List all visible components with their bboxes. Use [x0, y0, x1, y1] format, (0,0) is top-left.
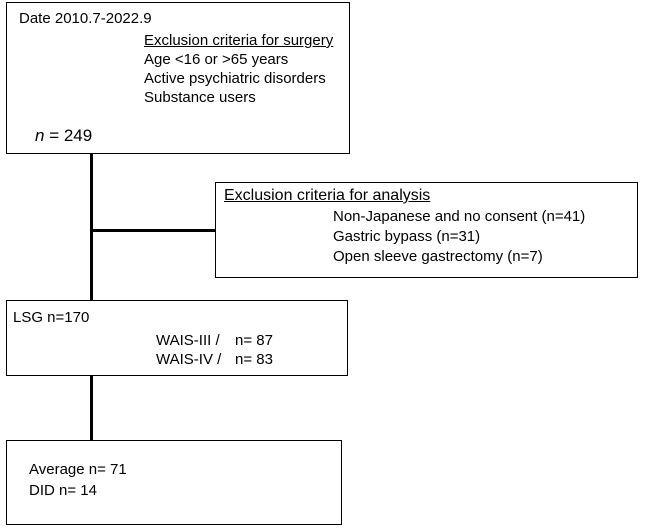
- analysis-exclusion-box: Exclusion criteria for analysis Non-Japa…: [215, 182, 638, 278]
- wais-label: WAIS-III /: [156, 332, 220, 349]
- source-population-box: Date 2010.7-2022.9 Exclusion criteria fo…: [6, 2, 350, 154]
- total-count-value: = 249: [44, 126, 93, 145]
- trunk-line-top: [90, 154, 93, 300]
- wais-value: n= 87: [235, 332, 273, 349]
- analysis-exclusion-item: Open sleeve gastrectomy (n=7): [333, 248, 543, 265]
- surgery-exclusion-item: Substance users: [144, 89, 256, 106]
- date-range: Date 2010.7-2022.9: [19, 10, 152, 27]
- n-symbol: n: [35, 126, 45, 145]
- wais-label: WAIS-IV /: [156, 351, 222, 368]
- outcome-box: Average n= 71 DID n= 14: [6, 440, 342, 525]
- lsg-title: LSG n=170: [13, 309, 90, 326]
- trunk-line-bottom: [90, 376, 93, 440]
- surgery-exclusion-item: Age <16 or >65 years: [144, 51, 289, 68]
- wais-value: n= 83: [235, 351, 273, 368]
- outcome-did: DID n= 14: [29, 482, 97, 499]
- branch-line: [90, 229, 216, 232]
- outcome-average: Average n= 71: [29, 461, 127, 478]
- lsg-box: LSG n=170 WAIS-III / n= 87 WAIS-IV / n= …: [6, 300, 348, 376]
- surgery-exclusion-item: Active psychiatric disorders: [144, 70, 326, 87]
- analysis-exclusion-item: Non-Japanese and no consent (n=41): [333, 208, 586, 225]
- analysis-exclusion-title: Exclusion criteria for analysis: [224, 187, 431, 204]
- surgery-exclusion-title: Exclusion criteria for surgery: [144, 32, 334, 49]
- total-count: n = 249: [35, 127, 92, 145]
- analysis-exclusion-item: Gastric bypass (n=31): [333, 228, 481, 245]
